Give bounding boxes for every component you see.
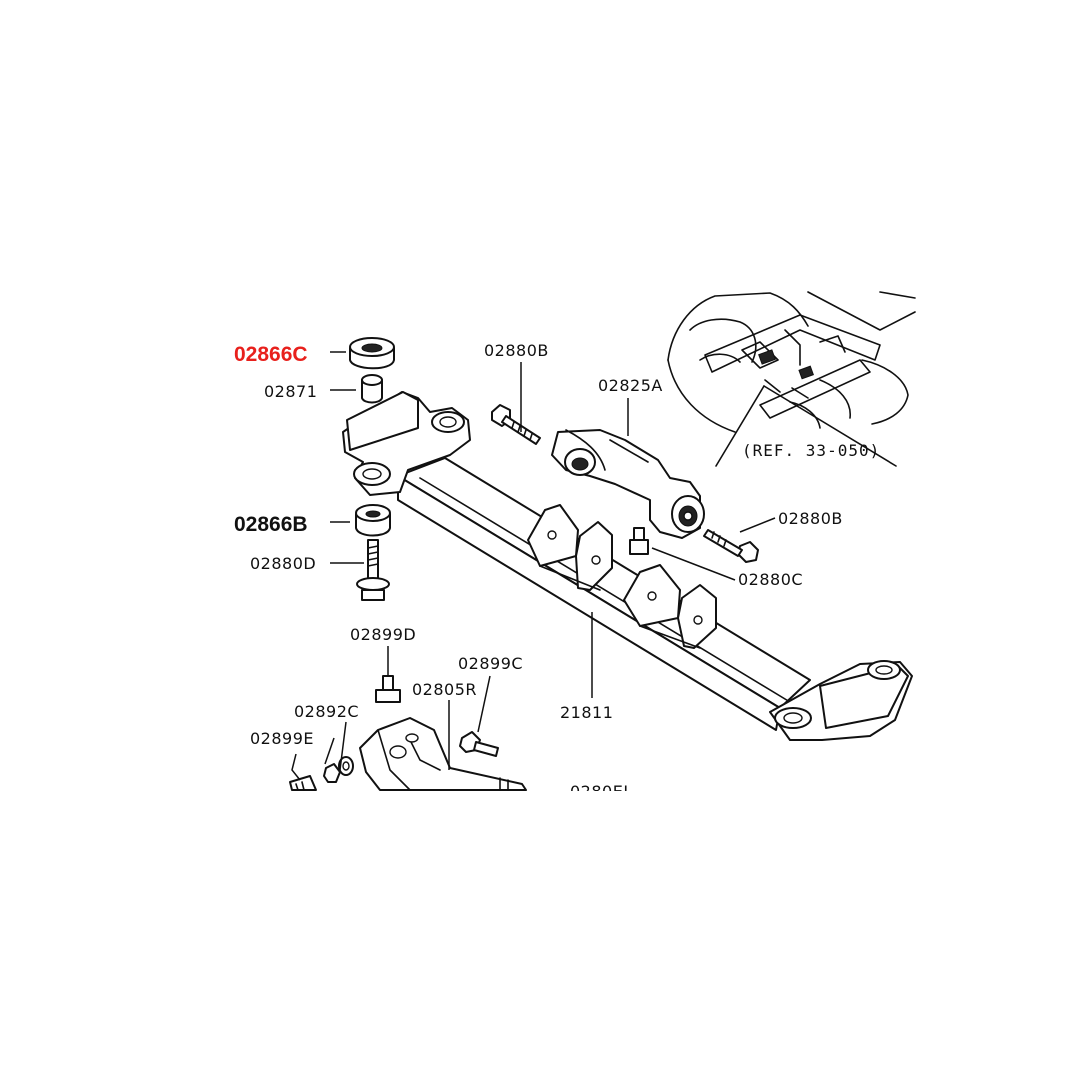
label-02871: 02871	[264, 382, 317, 401]
inset-engine-view	[667, 291, 916, 467]
bolt-02880B-right	[703, 529, 759, 563]
leader-lines	[291, 351, 776, 781]
label-02899E: 02899E	[250, 729, 314, 748]
label-02880B-top: 02880B	[484, 341, 549, 360]
ref-label: (REF. 33-050)	[742, 441, 880, 460]
transmission-mount-02825A	[551, 429, 705, 539]
bolt-02880B-top	[491, 404, 541, 445]
label-02825A: 02825A	[598, 376, 663, 395]
label-cutoff: 0280EL	[570, 782, 633, 801]
insulator-02866C	[349, 337, 395, 370]
collar-02871	[361, 374, 383, 404]
lower-assembly	[289, 675, 527, 791]
label-02866C: 02866C	[234, 343, 308, 366]
label-02892C: 02892C	[294, 702, 359, 721]
label-21811: 21811	[560, 703, 613, 722]
label-02880D: 02880D	[250, 554, 316, 573]
bolt-02880C	[629, 527, 649, 555]
label-02880C: 02880C	[738, 570, 803, 589]
insulator-02866B	[355, 504, 391, 537]
label-02805R: 02805R	[412, 680, 477, 699]
bolt-02880D	[356, 539, 390, 601]
label-02866B: 02866B	[234, 513, 308, 536]
label-02880B-right: 02880B	[778, 509, 843, 528]
label-02899C: 02899C	[458, 654, 523, 673]
label-02899D: 02899D	[350, 625, 416, 644]
crossmember-21811	[342, 391, 913, 741]
crop-mask	[0, 791, 1080, 1080]
